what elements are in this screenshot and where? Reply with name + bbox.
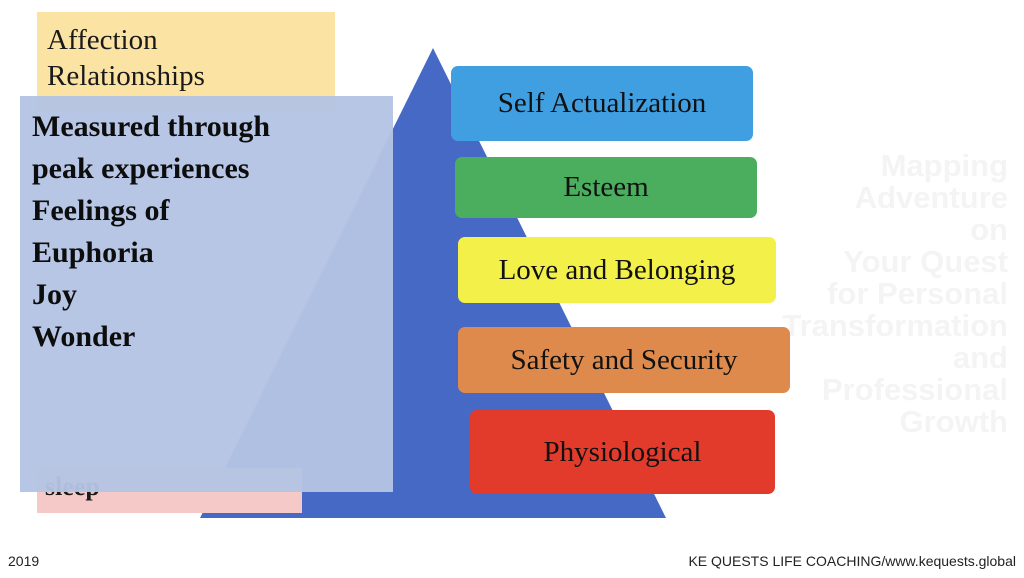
watermark-line: Growth xyxy=(899,404,1009,439)
overlay-line: Feelings of xyxy=(32,194,170,227)
level-esteem: Esteem xyxy=(455,157,757,218)
watermark-line: for Personal xyxy=(827,276,1008,311)
note-line: Relationships xyxy=(47,60,205,92)
watermark-line: and xyxy=(952,340,1008,375)
note-affection: Affection Relationships xyxy=(37,12,335,112)
overlay-line: Measured through xyxy=(32,110,271,143)
footer-year: 2019 xyxy=(8,553,40,569)
watermark-line: Adventure xyxy=(854,180,1008,215)
note-line: Affection xyxy=(47,24,158,56)
watermark-line: on xyxy=(970,212,1008,247)
watermark-line: Your Quest xyxy=(843,244,1008,279)
level-physiological: Physiological xyxy=(470,410,775,494)
peak-experiences-note: Measured through peak experiences Feelin… xyxy=(20,96,393,492)
level-self-actualization: Self Actualization xyxy=(451,66,753,141)
watermark-line: Mapping xyxy=(880,148,1008,183)
overlay-line: Euphoria xyxy=(32,236,154,269)
watermark-line: Transformation xyxy=(782,308,1008,343)
overlay-line: Joy xyxy=(32,278,77,311)
overlay-line: peak experiences xyxy=(32,152,250,185)
watermark-text: Mapping Adventure on Your Quest for Pers… xyxy=(708,150,1008,438)
overlay-line: Wonder xyxy=(32,320,136,353)
level-label: Esteem xyxy=(563,171,649,203)
level-love-belonging: Love and Belonging xyxy=(458,237,776,303)
level-label: Physiological xyxy=(543,435,702,468)
level-label: Love and Belonging xyxy=(498,253,736,286)
level-safety-security: Safety and Security xyxy=(458,327,790,393)
watermark-line: Professional xyxy=(821,372,1008,407)
footer-credit: KE QUESTS LIFE COACHING/www.kequests.glo… xyxy=(688,553,1016,569)
level-label: Safety and Security xyxy=(510,343,738,376)
level-label: Self Actualization xyxy=(497,87,707,119)
